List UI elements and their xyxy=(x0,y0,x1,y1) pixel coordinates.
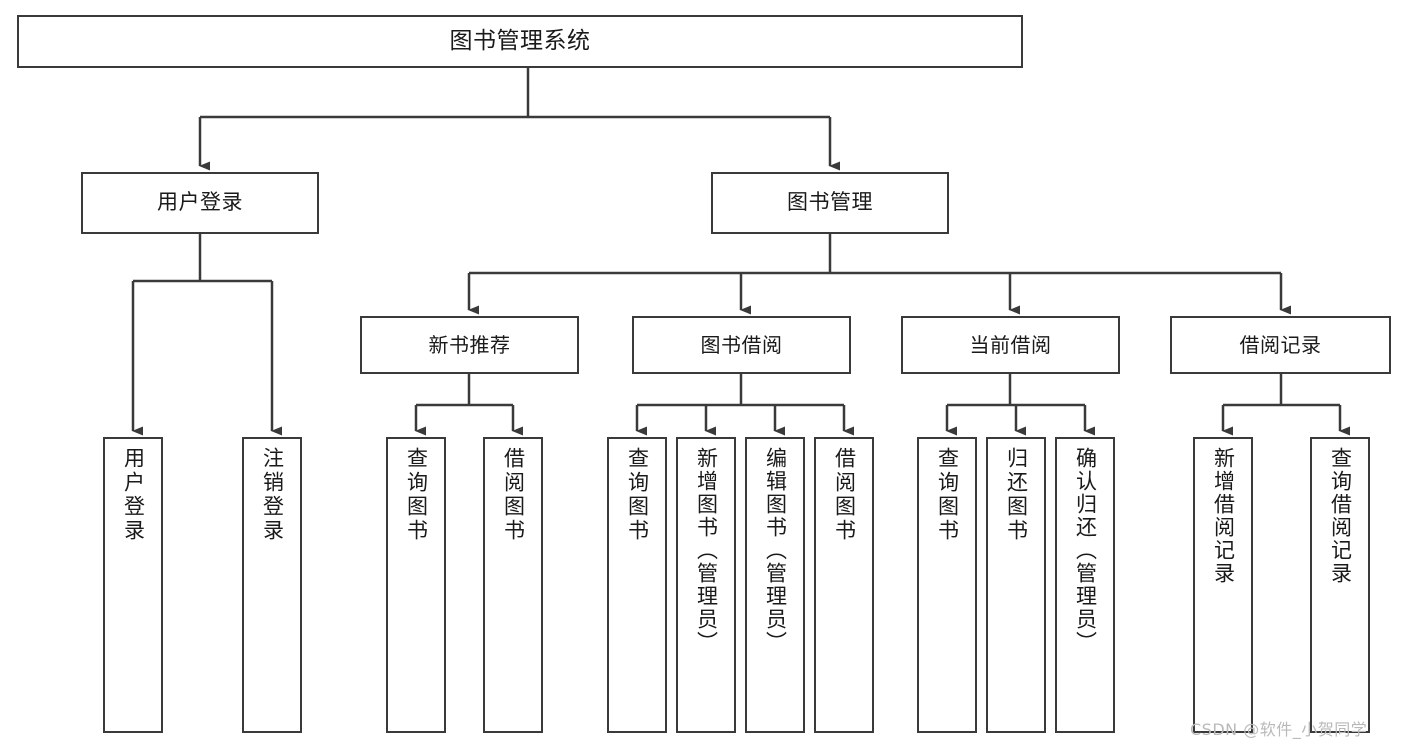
watermark-text: CSDN @软件_小贺同学 xyxy=(1190,720,1368,739)
node-borrowing-record[interactable]: 借阅记录 xyxy=(1170,316,1391,374)
node-current-borrowing-label: 当前借阅 xyxy=(969,332,1052,357)
leaf-confirm-return-admin[interactable]: 确认归还（管理员） xyxy=(1055,437,1115,733)
node-book-borrowing[interactable]: 图书借阅 xyxy=(632,316,851,374)
leaf-query-book-recommend[interactable]: 查询图书 xyxy=(386,437,446,733)
leaf-query-borrow-record-label: 查询借阅记录 xyxy=(1328,447,1353,585)
leaf-confirm-return-admin-label: 确认归还（管理员） xyxy=(1073,447,1098,654)
leaf-borrow-book-recommend[interactable]: 借阅图书 xyxy=(483,437,543,733)
node-borrowing-record-label: 借阅记录 xyxy=(1239,332,1322,357)
leaf-query-book-current-label: 查询图书 xyxy=(935,447,960,543)
node-root-label: 图书管理系统 xyxy=(449,27,591,54)
leaf-query-borrow-record[interactable]: 查询借阅记录 xyxy=(1310,437,1370,733)
leaf-logout-label: 注销登录 xyxy=(260,447,285,543)
leaf-add-borrow-record[interactable]: 新增借阅记录 xyxy=(1193,437,1253,733)
leaf-edit-book-admin-label: 编辑图书（管理员） xyxy=(763,447,788,654)
leaf-query-book-borrowing[interactable]: 查询图书 xyxy=(607,437,667,733)
leaf-return-book-label: 归还图书 xyxy=(1004,447,1029,543)
leaf-borrow-book-borrowing[interactable]: 借阅图书 xyxy=(814,437,874,733)
node-book-borrowing-label: 图书借阅 xyxy=(700,332,783,357)
leaf-borrow-book-recommend-label: 借阅图书 xyxy=(501,447,526,543)
node-current-borrowing[interactable]: 当前借阅 xyxy=(901,316,1120,374)
leaf-logout[interactable]: 注销登录 xyxy=(242,437,302,733)
node-new-book-recommendation-label: 新书推荐 xyxy=(428,332,511,357)
node-new-book-recommendation[interactable]: 新书推荐 xyxy=(360,316,579,374)
leaf-add-borrow-record-label: 新增借阅记录 xyxy=(1211,447,1236,585)
leaf-query-book-borrowing-label: 查询图书 xyxy=(625,447,650,543)
node-user-login-label: 用户登录 xyxy=(157,190,243,215)
leaf-query-book-recommend-label: 查询图书 xyxy=(404,447,429,543)
leaf-return-book[interactable]: 归还图书 xyxy=(986,437,1046,733)
leaf-add-book-admin[interactable]: 新增图书（管理员） xyxy=(676,437,736,733)
node-book-management-label: 图书管理 xyxy=(787,190,873,215)
node-user-login[interactable]: 用户登录 xyxy=(81,172,319,234)
node-book-management[interactable]: 图书管理 xyxy=(711,172,949,234)
leaf-edit-book-admin[interactable]: 编辑图书（管理员） xyxy=(745,437,805,733)
leaf-user-login[interactable]: 用户登录 xyxy=(103,437,163,733)
leaf-borrow-book-borrowing-label: 借阅图书 xyxy=(832,447,857,543)
leaf-user-login-label: 用户登录 xyxy=(121,447,146,543)
leaf-add-book-admin-label: 新增图书（管理员） xyxy=(694,447,719,654)
node-root-system[interactable]: 图书管理系统 xyxy=(17,15,1023,68)
leaf-query-book-current[interactable]: 查询图书 xyxy=(917,437,977,733)
